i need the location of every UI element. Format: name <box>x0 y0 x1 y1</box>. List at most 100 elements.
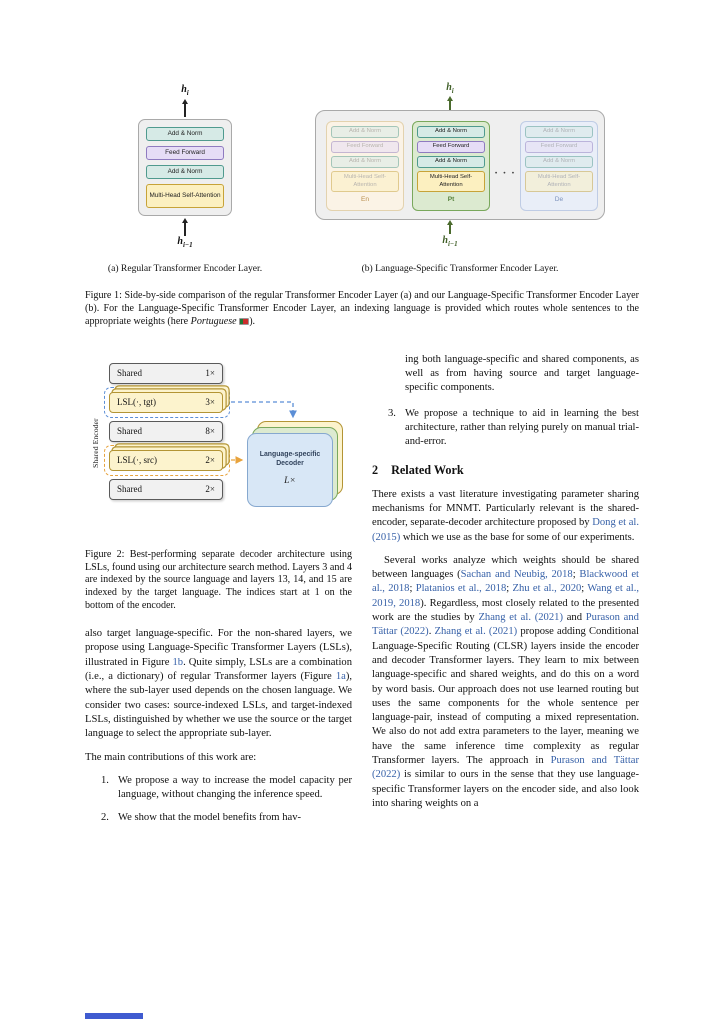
decoder-card-front: Language-specific Decoder L× <box>247 432 333 507</box>
add-norm-block: Add & Norm <box>417 156 485 168</box>
text-segment: is similar to ours in the sense that the… <box>372 769 639 809</box>
add-norm-block: Add & Norm <box>525 156 593 168</box>
citation-link[interactable]: Purason and Tättar (2022) <box>372 755 639 781</box>
h-i-minus-1-input-label: hi−1 <box>177 236 193 249</box>
section-title: Related Work <box>391 463 464 478</box>
contribution-item-2-continuation: ing both language-specific and shared co… <box>405 353 639 394</box>
figure-1b-en-column: Add & Norm Feed Forward Add & Norm Multi… <box>326 121 404 211</box>
text-segment: Portuguese <box>190 316 237 328</box>
h-i-output-label: hi <box>181 84 189 97</box>
list-marker: 3. <box>388 407 396 419</box>
figure-1-caption: Figure 1: Side-by-side comparison of the… <box>85 289 639 329</box>
paragraph: The main contributions of this work are: <box>85 751 257 763</box>
multi-head-self-attention-block: Multi-Head Self-Attention <box>331 171 399 192</box>
figure-1a-caption: (a) Regular Transformer Encoder Layer. <box>107 263 263 274</box>
text-segment: ). <box>249 316 256 328</box>
arrow-head <box>182 99 188 104</box>
right-column: ing both language-specific and shared co… <box>372 353 639 835</box>
citation-link[interactable]: Wang et al., 2019, 2018 <box>372 583 640 609</box>
text-segment: ; <box>409 583 416 595</box>
list-marker: 1. <box>101 774 109 786</box>
arrow-head <box>447 220 453 225</box>
src-lsl-dashed-outline <box>104 444 230 476</box>
figure-1a-wrap: hi Add & Norm Feed Forward Add & Norm Mu… <box>95 84 275 251</box>
text-segment: ; <box>581 583 588 595</box>
list-text: We show that the model benefits from hav… <box>118 812 302 824</box>
paragraph: There exists a vast literature investiga… <box>372 488 639 545</box>
encoder-row-lsl-tgt: LSL(·, tgt)3× <box>109 391 223 413</box>
text-segment: Several works analyze which weights shou… <box>372 554 639 581</box>
text-segment: ), where the sub-layer used depends on t… <box>85 671 352 740</box>
h-i-output-label: hi <box>446 82 454 95</box>
feed-forward-block: Feed Forward <box>525 141 593 153</box>
figure-1b: hi Add & Norm Feed Forward Add & Norm Mu… <box>305 82 615 250</box>
text-segment: ; <box>506 583 513 595</box>
figure-1-subcaptions: (a) Regular Transformer Encoder Layer. (… <box>0 263 724 274</box>
figure-1a-ref[interactable]: 1a <box>335 671 346 683</box>
feed-forward-block: Feed Forward <box>417 141 485 153</box>
citation-link[interactable]: Zhu et al., 2020 <box>512 583 582 595</box>
citation-link[interactable]: Dong et al. (2015) <box>372 517 639 543</box>
up-arrow <box>182 99 188 117</box>
decoder-label: Language-specific Decoder <box>259 450 321 467</box>
figure-1b-wrap: hi Add & Norm Feed Forward Add & Norm Mu… <box>305 82 615 250</box>
language-specific-layer-box: Add & Norm Feed Forward Add & Norm Multi… <box>315 110 605 220</box>
tgt-to-decoder-dashed-arrow <box>231 400 297 418</box>
citation-link[interactable]: Blackwood et al., 2018 <box>372 569 639 595</box>
paragraph: also target language-specific. For the n… <box>85 627 352 741</box>
citation-link[interactable]: Zhang et al. (2021) <box>478 612 563 624</box>
figure-1b-ref[interactable]: 1b <box>172 656 184 668</box>
add-norm-block: Add & Norm <box>525 126 593 138</box>
figure-1: hi Add & Norm Feed Forward Add & Norm Mu… <box>0 82 724 251</box>
text-segment: and <box>562 612 586 624</box>
paragraph: Several works analyze which weights shou… <box>372 554 639 811</box>
citation-link[interactable]: Sachan and Neubig, 2018 <box>460 569 573 581</box>
figure-1a: hi Add & Norm Feed Forward Add & Norm Mu… <box>138 84 232 251</box>
list-text: We propose a way to increase the model c… <box>118 774 352 801</box>
page-bottom-link-artifact <box>85 1013 143 1019</box>
feed-forward-block: Feed Forward <box>331 141 399 153</box>
arrow-head <box>447 96 453 101</box>
figure-2-caption: Figure 2: Best-performing separate decod… <box>85 548 352 612</box>
multi-head-self-attention-block: Multi-Head Self-Attention <box>417 171 485 192</box>
arrow-stem <box>449 225 451 234</box>
text-segment: There exists a vast literature investiga… <box>372 488 639 529</box>
section-number: 2 <box>372 463 379 478</box>
add-norm-block: Add & Norm <box>331 126 399 138</box>
list-text: We propose a technique to aid in learnin… <box>405 407 639 448</box>
ellipsis: · · · <box>494 167 516 179</box>
contribution-item-3: 3. We propose a technique to aid in lear… <box>388 407 639 450</box>
up-arrow <box>447 96 453 110</box>
tgt-lsl-dashed-outline <box>104 386 230 418</box>
citation-link[interactable]: Zhang et al. (2021) <box>434 626 518 638</box>
arrow-stem <box>184 223 186 236</box>
language-label-en: En <box>360 196 370 203</box>
language-label-de: De <box>554 196 564 203</box>
contribution-item-2: 2. We show that the model benefits from … <box>101 811 352 825</box>
citation-link[interactable]: Purason and Tättar (2022) <box>372 612 639 638</box>
add-norm-block: Add & Norm <box>146 127 224 141</box>
arrow-head <box>182 218 188 223</box>
up-arrow <box>182 218 188 236</box>
shared-encoder-side-label: Shared Encoder <box>91 417 100 468</box>
feed-forward-block: Feed Forward <box>146 146 224 160</box>
decoder-count-label: L× <box>284 475 296 486</box>
section-heading-related-work: 2 Related Work <box>372 463 639 477</box>
text-segment: ; <box>572 569 580 581</box>
multi-head-self-attention-block: Multi-Head Self-Attention <box>146 184 224 208</box>
portugal-flag-icon <box>239 318 250 326</box>
text-segment: which we use as the base for some of our… <box>400 531 635 543</box>
text-segment: ). Regardless, most closely related to t… <box>372 597 640 624</box>
text-segment: Figure 1: Side-by-side comparison of the… <box>85 290 639 328</box>
text-segment: also target language-specific. For the n… <box>85 628 352 668</box>
citation-link[interactable]: Platanios et al., 2018 <box>415 583 507 595</box>
encoder-layer-box: Add & Norm Feed Forward Add & Norm Multi… <box>138 119 232 216</box>
add-norm-block: Add & Norm <box>146 165 224 179</box>
